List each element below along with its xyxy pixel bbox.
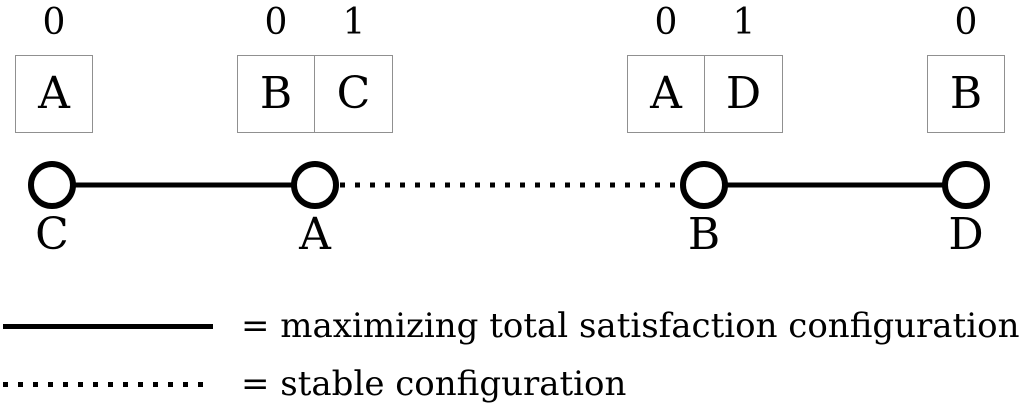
occupant-box: B (927, 55, 1005, 133)
node-circle-a (291, 161, 339, 209)
node-label-b: B (687, 209, 721, 260)
occupant-box: D (705, 55, 783, 133)
satisfaction-value: 1 (732, 2, 756, 43)
satisfaction-value: 0 (954, 2, 978, 43)
house-group-3: 0 1 A D (627, 0, 783, 133)
satisfaction-value: 0 (264, 2, 288, 43)
occupant-box: A (627, 55, 705, 133)
occupant-box-row: A D (627, 55, 783, 133)
legend-label: = stable configuration (241, 364, 627, 404)
satisfaction-value: 0 (42, 2, 66, 43)
satisfaction-value: 0 (654, 2, 678, 43)
satisfaction-value-row: 0 (15, 0, 93, 46)
house-group-2: 0 1 B C (237, 0, 393, 133)
node-circle-d (942, 161, 990, 209)
occupant-box: A (15, 55, 93, 133)
occupant-box-row: B C (237, 55, 393, 133)
legend-item-solid: = maximizing total satisfaction configur… (3, 303, 1019, 349)
satisfaction-value-row: 0 (927, 0, 1005, 46)
occupant-box-row: A (15, 55, 93, 133)
node-label-a: A (299, 209, 331, 260)
satisfaction-value: 1 (342, 2, 366, 43)
satisfaction-value-row: 0 1 (627, 0, 783, 46)
occupant-box: B (237, 55, 315, 133)
node-circle-c (28, 161, 76, 209)
legend-label: = maximizing total satisfaction configur… (241, 306, 1020, 346)
solid-line-sample (3, 323, 213, 329)
occupant-box-row: B (927, 55, 1005, 133)
house-group-1: 0 A (15, 0, 93, 133)
satisfaction-value-row: 0 1 (237, 0, 393, 46)
node-label-d: D (948, 209, 984, 260)
node-label-c: C (35, 209, 69, 260)
dotted-line-sample (3, 381, 213, 387)
house-group-4: 0 B (927, 0, 1005, 133)
legend-item-dotted: = stable configuration (3, 361, 626, 407)
graph (28, 161, 990, 209)
node-circle-b (680, 161, 728, 209)
occupant-box: C (315, 55, 393, 133)
